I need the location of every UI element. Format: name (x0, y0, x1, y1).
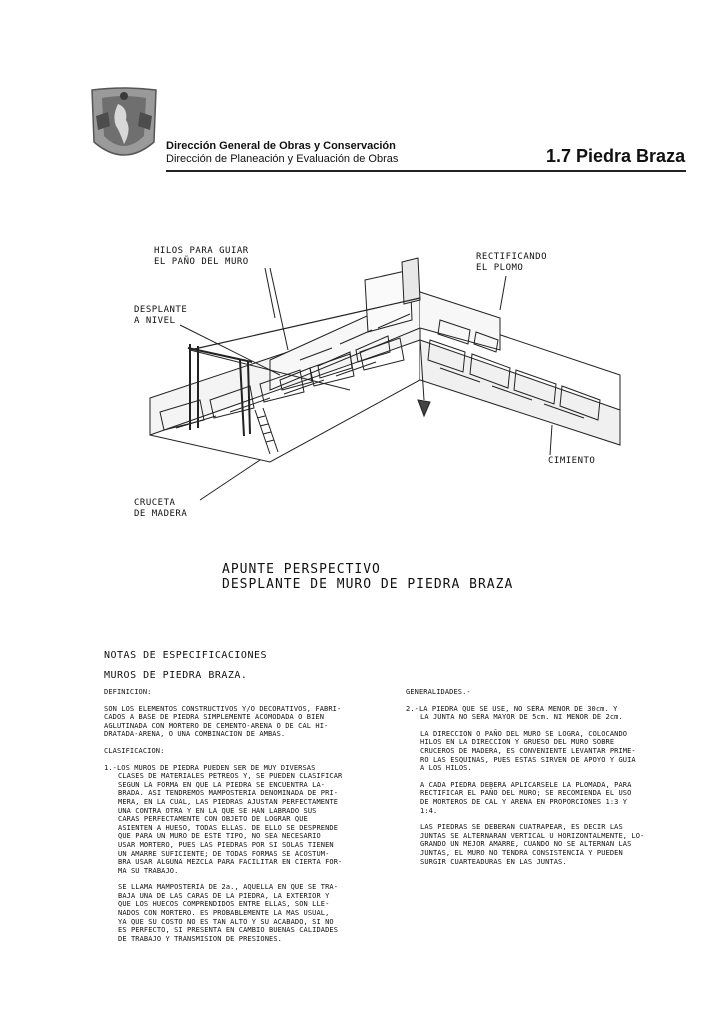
label-cimiento: CIMIENTO (548, 456, 596, 466)
caption-line-2: DESPLANTE DE MURO DE PIEDRA BRAZA (222, 577, 514, 592)
notes-left-column: DEFINICION: SON LOS ELEMENTOS CONSTRUCTI… (104, 688, 360, 951)
label-rectificando: RECTIFICANDO EL PLOMO (476, 252, 548, 273)
definition-text: SON LOS ELEMENTOS CONSTRUCTIVOS Y/O DECO… (104, 704, 342, 739)
definition-heading: DEFINICION: (104, 688, 152, 696)
org-line-2: Dirección de Planeación y Evaluación de … (166, 153, 399, 165)
generalities-item-1: 2.-LA PIEDRA QUE SE USE, NO SERA MENOR D… (406, 704, 623, 722)
notes-title: NOTAS DE ESPECIFICACIONES (104, 650, 268, 661)
notes-subtitle: MUROS DE PIEDRA BRAZA. (104, 670, 248, 681)
classification-item-2: SE LLAMA MAMPOSTERIA DE 2a., AQUELLA EN … (118, 883, 339, 943)
university-seal-logo (91, 87, 157, 156)
label-cruceta: CRUCETA DE MADERA (134, 498, 188, 519)
generalities-heading: GENERALIDADES.- (406, 688, 471, 696)
label-desplante: DESPLANTE A NIVEL (134, 305, 188, 326)
wall-perspective-drawing (149, 257, 621, 501)
caption-line-1: APUNTE PERSPECTIVO (222, 562, 381, 577)
generalities-item-3: A CADA PIEDRA DEBERA APLICARSELE LA PLOM… (420, 780, 632, 815)
section-title: 1.7 Piedra Braza (546, 146, 686, 166)
generalities-item-4: LAS PIEDRAS SE DEBERAN CUATRAPEAR, ES DE… (420, 823, 645, 866)
org-line-1: Dirección General de Obras y Conservació… (166, 140, 396, 152)
classification-heading: CLASIFICACION: (104, 746, 165, 755)
notes-right-column: GENERALIDADES.- 2.-LA PIEDRA QUE SE USE,… (406, 688, 656, 874)
classification-item-1: 1.-LOS MUROS DE PIEDRA PUEDEN SER DE MUY… (104, 763, 343, 875)
header-rule (166, 170, 686, 172)
drawing-caption: APUNTE PERSPECTIVO DESPLANTE DE MURO DE … (222, 562, 513, 592)
generalities-item-2: LA DIRECCION O PAÑO DEL MURO SE LOGRA, C… (420, 729, 636, 773)
label-hilos: HILOS PARA GUIAR EL PAÑO DEL MURO (154, 246, 249, 267)
